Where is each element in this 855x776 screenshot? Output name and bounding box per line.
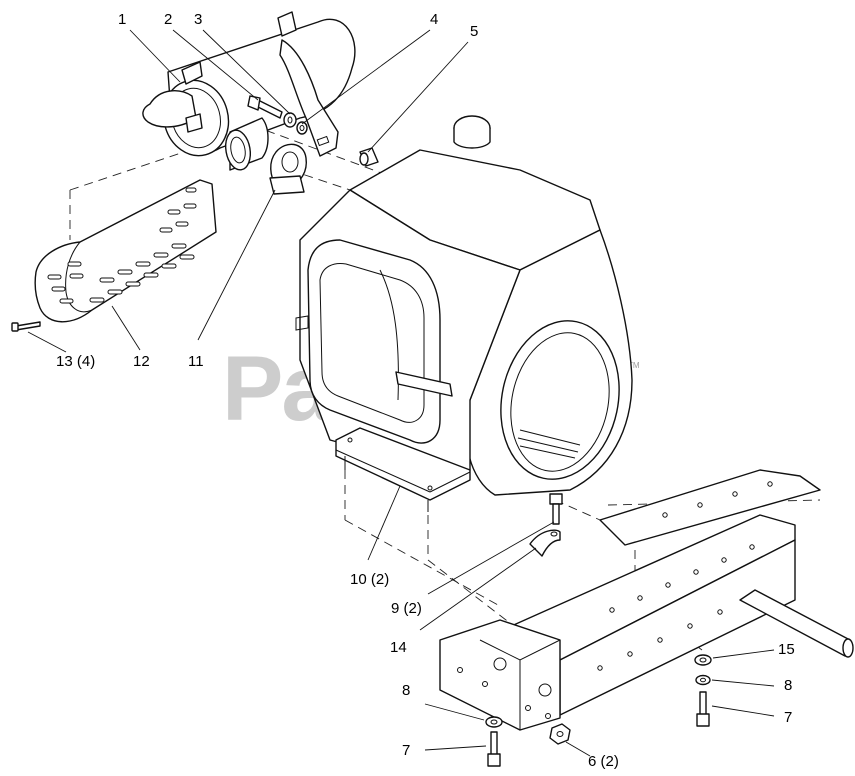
- bracket-washer: [283, 112, 297, 128]
- callout-12: 12: [133, 353, 150, 370]
- callout-4: 4: [430, 11, 438, 28]
- callout-labels: 1 2 3 4 5 6 (2) 7 7 8 8 9 (2) 10 (2) 11 …: [56, 11, 795, 770]
- callout-8-center: 8: [402, 682, 410, 699]
- heat-shield-slots: [47, 187, 197, 304]
- exhaust-clamp: [269, 143, 307, 195]
- callout-2: 2: [164, 11, 172, 28]
- callout-6: 6 (2): [588, 753, 619, 770]
- engine: [295, 115, 633, 496]
- callout-3: 3: [194, 11, 202, 28]
- leader-lines: [27, 29, 775, 757]
- callout-15: 15: [778, 641, 795, 658]
- frame-bolt-center: [487, 731, 501, 767]
- frame-washer-lower: [485, 716, 503, 728]
- frame-bolt-right: [696, 691, 710, 727]
- callout-5: 5: [470, 23, 478, 40]
- callout-9: 9 (2): [391, 600, 422, 617]
- callout-7-center: 7: [402, 742, 410, 759]
- callout-7-right: 7: [784, 709, 792, 726]
- bracket-lockwasher: [296, 121, 308, 135]
- frame-nut: [549, 723, 571, 745]
- callout-14: 14: [390, 639, 407, 656]
- callout-13: 13 (4): [56, 353, 95, 370]
- spacer: [359, 147, 379, 167]
- callout-8-right: 8: [784, 677, 792, 694]
- frame-lockwasher: [695, 674, 711, 686]
- frame-rails: [439, 469, 854, 731]
- watermark-trademark: TM: [628, 361, 640, 370]
- engine-mount-plate: [335, 427, 471, 512]
- callout-11: 11: [188, 353, 204, 370]
- mount-bolt: [549, 493, 563, 525]
- muffler-bracket: [279, 39, 339, 157]
- callout-1: 1: [118, 11, 126, 28]
- heat-shield-screw: [11, 321, 41, 332]
- mount-clip: [529, 529, 561, 557]
- heat-shield: [34, 179, 217, 323]
- frame-washer-upper: [694, 654, 712, 666]
- callout-10: 10 (2): [350, 571, 389, 588]
- exhaust-pipe: [224, 117, 269, 171]
